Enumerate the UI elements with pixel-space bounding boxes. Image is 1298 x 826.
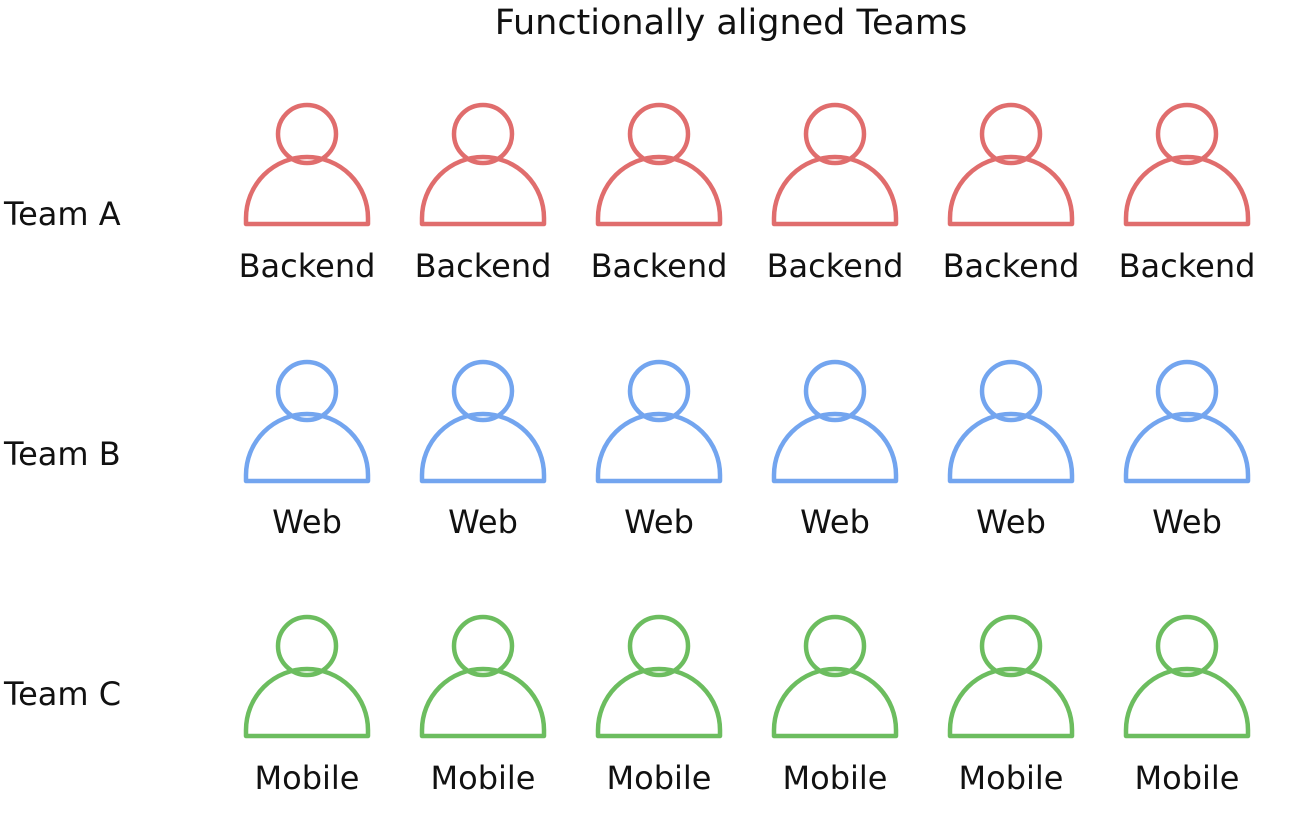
person-icon — [947, 614, 1075, 739]
person-body — [419, 666, 547, 739]
team-member: Mobile — [745, 612, 925, 802]
team-label: Team B — [4, 435, 121, 473]
person-head — [803, 102, 867, 166]
person-body — [1123, 154, 1251, 227]
person-icon — [947, 102, 1075, 227]
member-role-label: Mobile — [430, 759, 536, 797]
person-icon — [595, 102, 723, 227]
person-body — [419, 411, 547, 484]
person-body — [595, 154, 723, 227]
person-icon — [419, 359, 547, 484]
person-body — [771, 666, 899, 739]
person-body — [947, 154, 1075, 227]
person-body — [947, 666, 1075, 739]
person-icon — [243, 614, 371, 739]
member-role-label: Web — [976, 503, 1046, 541]
member-role-label: Backend — [238, 247, 376, 285]
person-head — [451, 359, 515, 423]
person-icon — [771, 614, 899, 739]
person-body — [595, 666, 723, 739]
person-head — [451, 614, 515, 678]
team-member: Backend — [921, 100, 1101, 290]
member-role-label: Mobile — [958, 759, 1064, 797]
team-member: Mobile — [569, 612, 749, 802]
person-icon — [947, 359, 1075, 484]
team-member: Web — [745, 357, 925, 547]
member-role-label: Backend — [1118, 247, 1256, 285]
person-body — [243, 666, 371, 739]
team-member: Web — [393, 357, 573, 547]
team-member: Mobile — [217, 612, 397, 802]
team-member: Backend — [393, 100, 573, 290]
team-label: Team A — [4, 195, 121, 233]
person-body — [947, 411, 1075, 484]
person-head — [627, 359, 691, 423]
person-head — [1155, 359, 1219, 423]
member-role-label: Backend — [590, 247, 728, 285]
person-icon — [243, 102, 371, 227]
team-member: Web — [1097, 357, 1277, 547]
person-body — [419, 154, 547, 227]
person-head — [803, 359, 867, 423]
person-head — [1155, 614, 1219, 678]
member-role-label: Mobile — [254, 759, 360, 797]
person-head — [275, 359, 339, 423]
member-role-label: Web — [800, 503, 870, 541]
person-body — [595, 411, 723, 484]
member-role-label: Backend — [942, 247, 1080, 285]
person-head — [979, 359, 1043, 423]
person-icon — [1123, 614, 1251, 739]
person-icon — [419, 614, 547, 739]
team-label: Team C — [4, 675, 122, 713]
member-role-label: Mobile — [606, 759, 712, 797]
team-member: Mobile — [921, 612, 1101, 802]
member-role-label: Backend — [414, 247, 552, 285]
person-body — [1123, 411, 1251, 484]
person-icon — [771, 102, 899, 227]
person-body — [243, 154, 371, 227]
person-icon — [243, 359, 371, 484]
team-member: Web — [921, 357, 1101, 547]
person-head — [275, 614, 339, 678]
team-member: Backend — [217, 100, 397, 290]
person-icon — [1123, 359, 1251, 484]
member-role-label: Mobile — [1134, 759, 1240, 797]
member-role-label: Backend — [766, 247, 904, 285]
diagram-title: Functionally aligned Teams — [494, 3, 968, 43]
person-icon — [595, 614, 723, 739]
team-member: Backend — [569, 100, 749, 290]
person-icon — [771, 359, 899, 484]
person-head — [979, 102, 1043, 166]
team-member: Backend — [745, 100, 925, 290]
team-member: Backend — [1097, 100, 1277, 290]
person-head — [627, 102, 691, 166]
team-member: Web — [569, 357, 749, 547]
member-role-label: Web — [272, 503, 342, 541]
person-icon — [419, 102, 547, 227]
person-body — [1123, 666, 1251, 739]
member-role-label: Web — [1152, 503, 1222, 541]
member-role-label: Web — [448, 503, 518, 541]
team-member: Web — [217, 357, 397, 547]
team-member: Mobile — [1097, 612, 1277, 802]
team-member: Mobile — [393, 612, 573, 802]
person-head — [627, 614, 691, 678]
member-role-label: Web — [624, 503, 694, 541]
person-head — [1155, 102, 1219, 166]
person-icon — [1123, 102, 1251, 227]
person-body — [771, 154, 899, 227]
person-icon — [595, 359, 723, 484]
person-head — [451, 102, 515, 166]
member-role-label: Mobile — [782, 759, 888, 797]
person-body — [771, 411, 899, 484]
person-head — [979, 614, 1043, 678]
person-body — [243, 411, 371, 484]
person-head — [803, 614, 867, 678]
person-head — [275, 102, 339, 166]
